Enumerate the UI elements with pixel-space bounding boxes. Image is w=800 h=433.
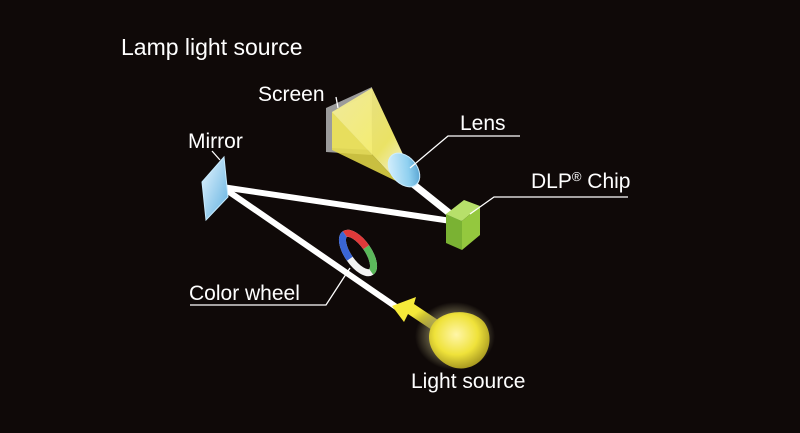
- leader-dlp-chip: [469, 196, 628, 215]
- registered-mark: ®: [571, 169, 582, 184]
- label-color-wheel: Color wheel: [189, 282, 300, 305]
- lens-body: [387, 152, 421, 188]
- color-wheel: [338, 229, 378, 277]
- leader-lens: [409, 135, 520, 169]
- diagram-title: Lamp light source: [121, 34, 303, 60]
- wheel-red-segment: [342, 229, 370, 250]
- dlp-chip-front: [446, 214, 462, 250]
- label-mirror: Mirror: [188, 130, 243, 153]
- leader-screen: [335, 96, 339, 109]
- mirror-plate: [201, 155, 229, 222]
- beam-mirror-to-chip: [219, 184, 461, 225]
- dlp-chip: [446, 200, 480, 250]
- leader-color-wheel: [190, 267, 351, 306]
- dlp-chip-top: [446, 200, 480, 221]
- lens: [387, 152, 421, 188]
- label-light-source: Light source: [411, 370, 526, 393]
- label-lens: Lens: [460, 112, 506, 135]
- leader-lines: [190, 96, 628, 306]
- leader-mirror: [211, 150, 221, 161]
- label-screen: Screen: [258, 83, 325, 106]
- mirror: [201, 155, 229, 222]
- wheel-green-segment: [363, 245, 377, 275]
- wheel-blue-segment: [339, 231, 353, 261]
- label-chip-text: Chip: [581, 170, 631, 193]
- bulb-body: [428, 312, 490, 369]
- label-dlp-text: DLP: [531, 170, 572, 193]
- light-source-bulb: [415, 302, 495, 370]
- label-dlp-chip: DLP® Chip: [531, 170, 630, 192]
- projection-cone-side: [332, 112, 398, 182]
- beam-wheel-to-mirror: [219, 184, 405, 314]
- dlp-chip-side: [462, 206, 480, 250]
